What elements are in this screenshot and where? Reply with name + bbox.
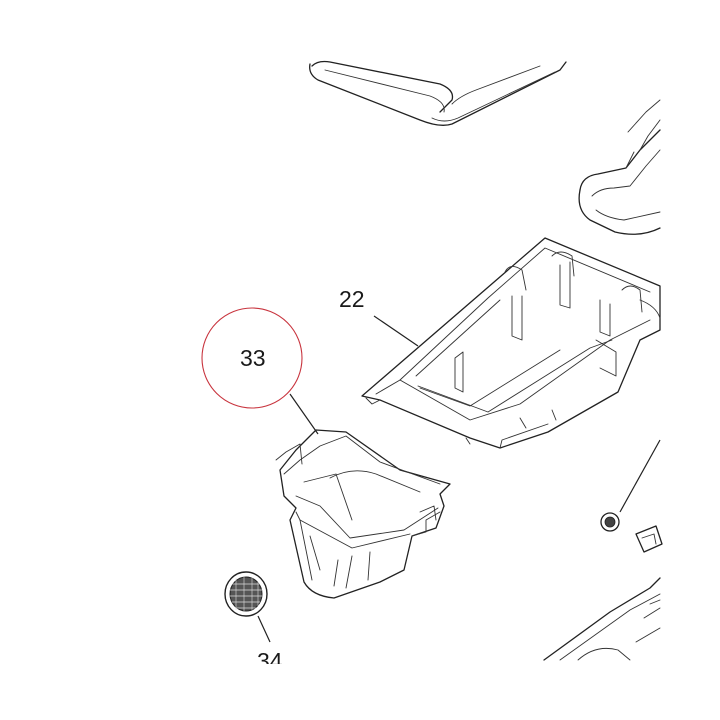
handle-part (578, 99, 661, 235)
leader-line-34 (257, 615, 271, 643)
nut-and-clip (600, 439, 663, 553)
callout-label-33: 33 (240, 345, 266, 371)
lid-part (309, 60, 567, 126)
callout-label-34: 34 (257, 650, 283, 664)
part-33-basket (275, 429, 451, 599)
part-22-tray (361, 237, 661, 449)
base-part (543, 577, 661, 661)
leader-line-22 (373, 315, 419, 347)
callout-label-22: 22 (339, 286, 365, 312)
highlight-circle-33 (201, 307, 303, 409)
part-34-knob (224, 571, 268, 617)
leader-line-33 (289, 393, 319, 435)
